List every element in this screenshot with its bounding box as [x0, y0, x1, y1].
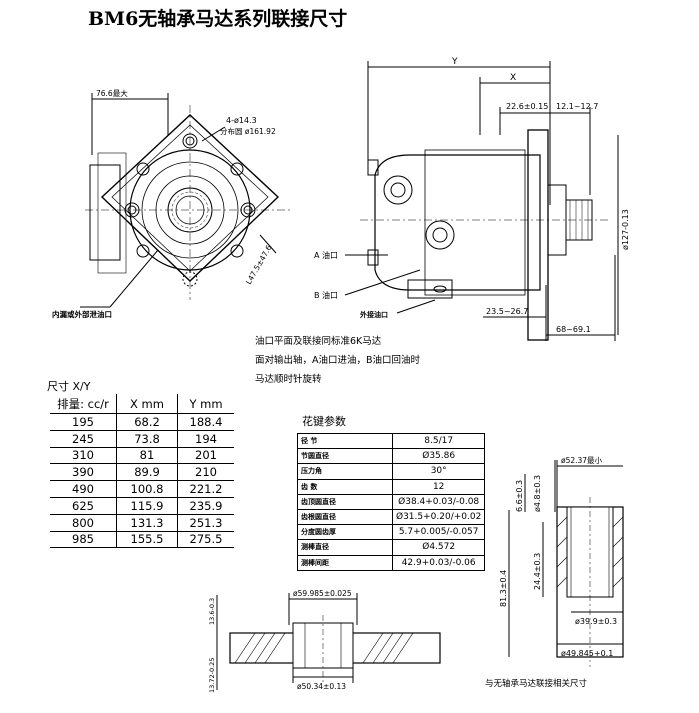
side-dim-b: 68~69.1 — [556, 325, 591, 334]
bore-d-bot: ø49.845+0.1 — [561, 649, 613, 658]
size-cell: 310 — [50, 447, 117, 465]
port-a-label: A 油口 — [314, 250, 338, 260]
spline-table-caption: 花键参数 — [302, 415, 346, 428]
size-cell: 210 — [177, 463, 234, 482]
size-cell: 985 — [50, 531, 117, 549]
flange-h1: 13.6-0.3 — [208, 598, 216, 625]
size-header-cell: X mm — [116, 394, 178, 414]
bore-caption: 与无轴承马达联接相关尺寸 — [485, 679, 588, 689]
size-cell: 221.2 — [177, 480, 234, 498]
size-cell: 115.9 — [116, 497, 178, 515]
size-cell: 81 — [116, 447, 178, 465]
size-cell: 194 — [177, 430, 234, 448]
bore-d-top: ø52.37最小 — [561, 456, 603, 465]
size-cell: 490 — [50, 480, 117, 498]
spline-key: 压力角 — [297, 463, 393, 480]
spline-value: 12 — [391, 478, 486, 495]
size-header-cell: Y mm — [177, 394, 234, 414]
size-cell: 68.2 — [116, 413, 178, 431]
flange-d2: ø50.34±0.13 — [297, 682, 346, 691]
spline-value: Ø4.572 — [391, 539, 486, 556]
size-cell: 275.5 — [177, 531, 234, 549]
spline-key: 齿顶圆直径 — [297, 493, 393, 510]
size-table-caption: 尺寸 X/Y — [47, 380, 91, 393]
front-square-dim: L47.5±47.6 — [244, 243, 274, 286]
front-holes-dim: 4-ø14.3 — [226, 116, 257, 125]
size-cell: 100.8 — [116, 480, 178, 498]
size-cell: 131.3 — [116, 514, 178, 532]
spline-key: 齿根圆直径 — [297, 508, 393, 526]
front-width-dim: 76.6最大 — [96, 88, 128, 98]
side-dim-pilot: 12.1~12.7 — [556, 102, 598, 111]
side-dim-y: Y — [451, 57, 458, 67]
spline-value: Ø31.5+0.20/+0.02 — [391, 508, 486, 526]
spline-value: Ø35.86 — [391, 448, 486, 465]
size-cell: 390 — [50, 463, 117, 482]
notes-block: 油口平面及联接同标准6K马达 面对输出轴，A油口进油，B油口回油时 马达顺时针旋… — [255, 332, 420, 389]
side-dim-flange: 22.6±0.15 — [506, 102, 548, 111]
size-cell: 188.4 — [177, 413, 234, 431]
bore-section-drawing: ø52.37最小 6.6±0.3 ø4.8±0.3 81.3±0.4 24.4±… — [499, 456, 624, 667]
bore-d-mid: ø39.9±0.3 — [575, 617, 617, 626]
size-cell: 625 — [50, 497, 117, 515]
spline-value: 8.5/17 — [391, 432, 486, 450]
spline-key: 径 节 — [297, 432, 393, 450]
size-header-cell: 排量: cc/r — [50, 394, 117, 414]
note-line: 马达顺时针旋转 — [255, 374, 322, 385]
spline-value: 5.7+0.005/-0.057 — [391, 524, 486, 541]
size-cell: 235.9 — [177, 497, 234, 515]
bore-d-small: ø4.8±0.3 — [533, 475, 542, 512]
spline-value: 30° — [391, 463, 486, 480]
spline-value: Ø38.4+0.03/-0.08 — [391, 493, 486, 510]
flange-section-drawing: ø59.985±0.025 ø50.34±0.13 13.6-0.3 13.72… — [208, 589, 441, 693]
side-dim-dia: ø127-0.13 — [621, 209, 630, 250]
size-cell: 245 — [50, 430, 117, 448]
size-cell: 89.9 — [116, 463, 178, 482]
side-dim-a: 23.5~26.7 — [486, 307, 528, 316]
size-cell: 195 — [50, 413, 117, 431]
drain-port-label: 外接油口 — [360, 310, 388, 319]
bore-h-total: 81.3±0.4 — [499, 570, 508, 607]
note-line: 油口平面及联接同标准6K马达 — [255, 336, 382, 347]
front-drain-label: 内漏或外部泄油口 — [52, 309, 112, 319]
spline-key: 测棒直径 — [297, 539, 393, 556]
spline-key: 齿 数 — [297, 478, 393, 495]
size-cell: 73.8 — [116, 430, 178, 448]
size-cell: 800 — [50, 514, 117, 532]
page-title: BM6无轴承马达系列联接尺寸 — [88, 8, 348, 30]
flange-d1: ø59.985±0.025 — [293, 589, 352, 598]
spline-key: 节圆直径 — [297, 448, 393, 465]
bore-h-mid: 24.4±0.3 — [533, 553, 542, 590]
bore-h1: 6.6±0.3 — [515, 480, 524, 512]
side-view-drawing: Y X 22.6±0.15 12.1~12.7 ø127-0.13 23.5~2… — [314, 57, 630, 341]
front-pcd-dim: 分布圆 ø161.92 — [220, 126, 276, 136]
flange-h2: 13.72-0.25 — [208, 658, 216, 693]
size-cell: 201 — [177, 447, 234, 465]
size-cell: 251.3 — [177, 514, 234, 532]
front-view-drawing: 76.6最大 4-ø14.3 分布圆 ø161.92 L47.5±47.6 内漏… — [52, 88, 290, 319]
spline-key: 分度圆齿厚 — [297, 524, 393, 541]
note-line: 面对输出轴，A油口进油，B油口回油时 — [255, 355, 421, 366]
size-cell: 155.5 — [116, 531, 178, 549]
port-b-label: B 油口 — [314, 290, 338, 300]
side-dim-x: X — [510, 73, 516, 83]
spline-value: 42.9+0.03/-0.06 — [391, 554, 486, 571]
spline-key: 测棒间距 — [297, 554, 393, 571]
